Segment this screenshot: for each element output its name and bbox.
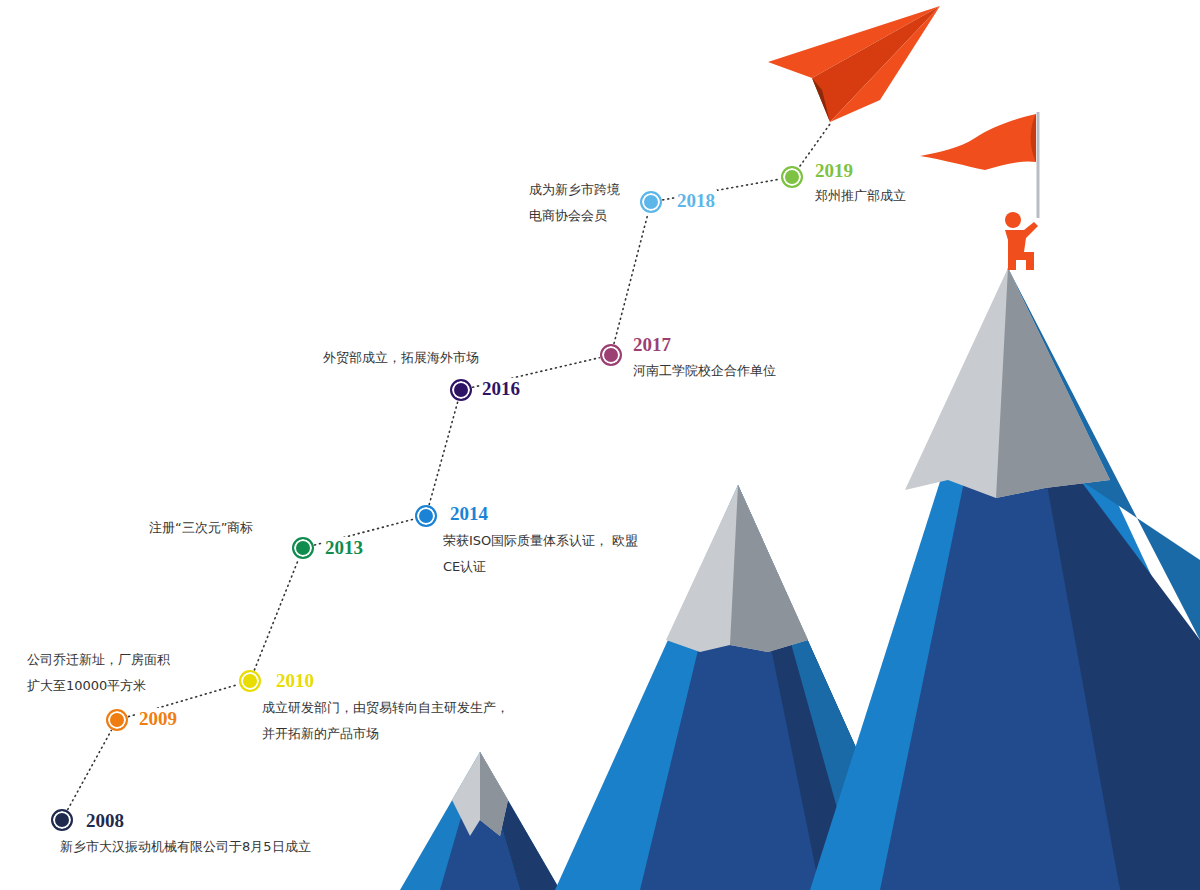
milestone-text: 成为新乡市跨境 电商协会会员 [527, 177, 629, 229]
dotted-connector [254, 559, 298, 670]
milestone-text: 注册“三次元”商标 [147, 515, 255, 541]
dotted-connector [614, 214, 648, 344]
milestone-dot [781, 166, 803, 188]
milestone-dot [640, 191, 662, 213]
year-label: 2008 [84, 810, 126, 832]
year-label: 2014 [448, 503, 490, 525]
dotted-connector [429, 402, 458, 505]
year-label: 2016 [480, 378, 522, 400]
climber [1005, 212, 1038, 270]
milestone: 2010成立研发部门，由贸易转向自主研发生产， 并开拓新的产品市场 [239, 670, 261, 692]
milestone-dot [106, 709, 128, 731]
milestone-text: 成立研发部门，由贸易转向自主研发生产， 并开拓新的产品市场 [260, 695, 522, 747]
flag [920, 112, 1038, 218]
milestone-dot [450, 379, 472, 401]
milestone: 2009公司乔迁新址，厂房面积 扩大至10000平方米 [106, 709, 128, 731]
year-label: 2009 [137, 708, 179, 730]
milestone-dot [600, 344, 622, 366]
dotted-connector [68, 731, 111, 810]
year-label: 2017 [631, 334, 673, 356]
milestone: 2013注册“三次元”商标 [292, 537, 314, 559]
milestone: 2019郑州推广部成立 [781, 166, 803, 188]
milestone: 2018成为新乡市跨境 电商协会会员 [640, 191, 662, 213]
milestone-dot [415, 505, 437, 527]
paper-plane [768, 6, 940, 122]
year-label: 2018 [675, 190, 717, 212]
milestone-dot [239, 670, 261, 692]
milestone-dot [292, 537, 314, 559]
milestone-text: 河南工学院校企合作单位 [631, 358, 778, 384]
small-mountain [400, 752, 560, 890]
milestone-text: 郑州推广部成立 [813, 183, 908, 209]
milestone-text: 外贸部成立，拓展海外市场 [321, 345, 481, 371]
milestone: 2017河南工学院校企合作单位 [600, 344, 622, 366]
milestone-dot [51, 809, 73, 831]
year-label: 2019 [813, 160, 855, 182]
milestone: 2008新乡市大汉振动机械有限公司于8月5日成立 [51, 809, 73, 831]
milestone-text: 公司乔迁新址，厂房面积 扩大至10000平方米 [25, 647, 181, 699]
milestone-text: 新乡市大汉振动机械有限公司于8月5日成立 [58, 834, 313, 860]
milestone: 2016外贸部成立，拓展海外市场 [450, 379, 472, 401]
year-label: 2013 [323, 537, 365, 559]
milestone: 2014荣获ISO国际质量体系认证， 欧盟CE认证 [415, 505, 437, 527]
milestone-text: 荣获ISO国际质量体系认证， 欧盟CE认证 [441, 528, 641, 580]
big-mountain [810, 268, 1200, 890]
year-label: 2010 [274, 670, 316, 692]
